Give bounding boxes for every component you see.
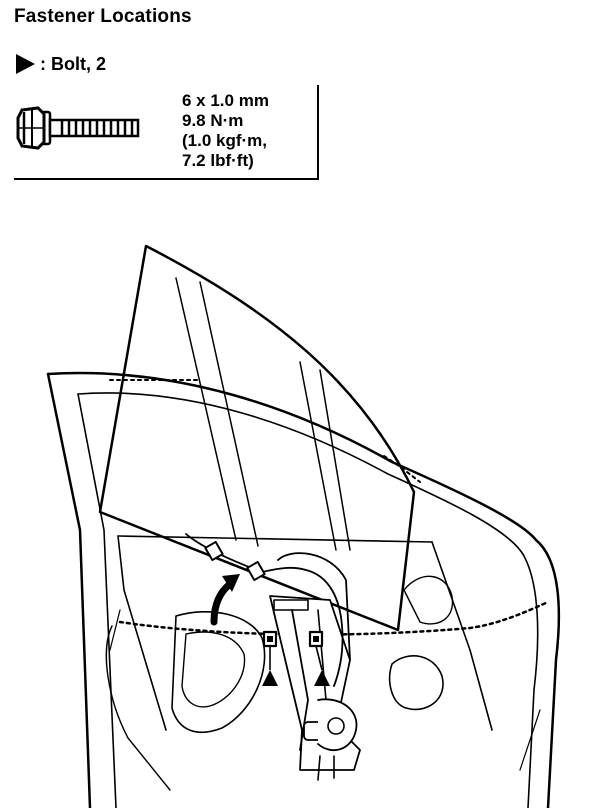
- fastener-torque-kgfm: (1.0 kgf·m,: [182, 131, 268, 150]
- bolt-marker-icon: [262, 670, 278, 686]
- fastener-size: 6 x 1.0 mm: [182, 91, 269, 110]
- dotted-trim-line: [118, 600, 550, 636]
- fastener-specs: 6 x 1.0 mm 9.8 N·m (1.0 kgf·m, 7.2 lbf·f…: [182, 91, 269, 171]
- door-outer-panel: [46, 371, 561, 808]
- flange-bolt-icon: [16, 106, 140, 150]
- direction-arrow-icon: [210, 574, 240, 626]
- regulator-cable: [185, 533, 344, 687]
- door-glass: [98, 244, 416, 632]
- bolt-marker-icon: [314, 670, 330, 686]
- fastener-torque-lbfft: 7.2 lbf·ft): [182, 151, 254, 170]
- door-inner-structure: [105, 535, 541, 791]
- fastener-torque-nm: 9.8 N·m: [182, 111, 244, 130]
- window-regulator: [269, 552, 361, 781]
- fastener-spec-box: 6 x 1.0 mm 9.8 N·m (1.0 kgf·m, 7.2 lbf·f…: [14, 85, 319, 180]
- page-title: Fastener Locations: [14, 6, 192, 27]
- filled-triangle-icon: [16, 54, 35, 74]
- bolt-legend-label: : Bolt, 2: [40, 53, 106, 74]
- door-regulator-diagram: [46, 244, 561, 808]
- bolt-legend: : Bolt, 2: [14, 52, 106, 76]
